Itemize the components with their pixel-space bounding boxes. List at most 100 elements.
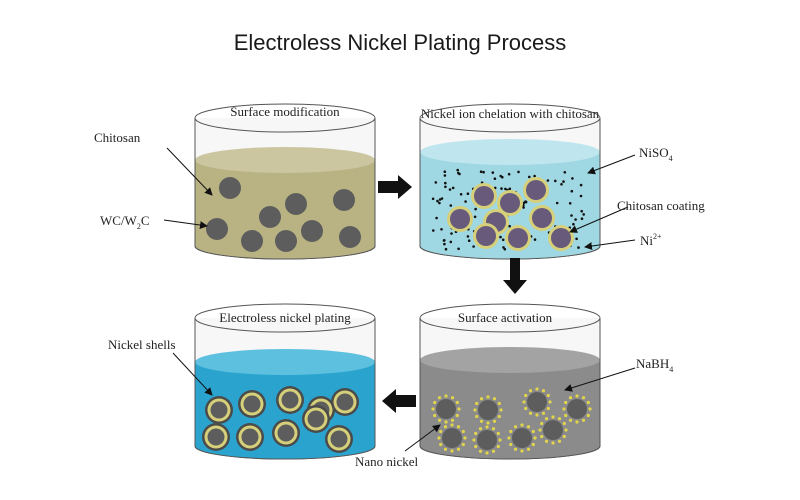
nano-nickel-dot: [455, 413, 459, 418]
ni-ion-dot: [562, 180, 565, 183]
nano-nickel-dot: [568, 418, 573, 422]
ni-ion-dot: [474, 207, 477, 211]
nano-nickel-dot: [472, 438, 476, 442]
ni-ion-dot: [444, 247, 448, 251]
label-wc: WC/W2C: [100, 213, 150, 231]
nano-nickel-dot: [437, 436, 441, 440]
shell-core: [243, 395, 261, 413]
nano-nickel-dot: [520, 449, 524, 453]
nano-nickel-dot: [586, 400, 590, 405]
nano-nickel-dot: [450, 449, 454, 453]
nano-nickel-dot: [540, 434, 544, 439]
particle-core: [474, 186, 494, 206]
activated-particle: [543, 420, 563, 440]
ni-ion-dot: [570, 214, 573, 217]
nano-nickel-dot: [564, 413, 568, 418]
ni-ion-dot: [479, 170, 483, 173]
wc-particle: [285, 193, 307, 215]
coated-particles: [447, 177, 574, 251]
nano-nickel-dot: [475, 401, 479, 406]
beaker-surface-activation: [419, 303, 601, 460]
ni-ion-dot: [449, 240, 453, 244]
ni-ion-dot: [444, 185, 447, 189]
particle-core: [500, 193, 520, 213]
ni-ion-dot: [580, 217, 584, 220]
ni-ion-dot: [457, 171, 460, 175]
shell-core: [241, 428, 259, 446]
nano-nickel-dot: [491, 449, 496, 453]
ni-ion-dot: [560, 183, 563, 186]
arrow-right: [378, 175, 412, 199]
ni-ion-dot: [436, 199, 439, 203]
beaker-title-chelation: Nickel ion chelation with chitosan: [421, 106, 600, 121]
nano-nickel-dot: [509, 429, 513, 434]
ni-ion-dot: [579, 194, 583, 198]
particle-core: [532, 208, 552, 228]
ni-ion-dot: [434, 181, 438, 184]
beaker-title-electroless-plating: Electroless nickel plating: [219, 310, 351, 325]
ni-ion-dot: [507, 172, 511, 176]
ni-ion-dot: [438, 198, 442, 201]
nano-nickel-dot: [450, 423, 454, 427]
ni-ion-dot: [431, 197, 435, 201]
activated-particle: [442, 428, 462, 448]
ni-ion-dot: [528, 175, 531, 179]
ni-ion-dot: [443, 170, 447, 173]
ni-ion-dot: [457, 247, 460, 251]
nano-nickel-dot: [485, 451, 489, 455]
nano-nickel-dot: [496, 431, 500, 436]
nano-nickel-dot: [526, 425, 531, 429]
nano-nickel-dot: [491, 427, 496, 431]
nano-nickel-dot: [455, 400, 459, 405]
nano-nickel-dot: [551, 441, 555, 445]
nano-nickel-dot: [562, 421, 566, 426]
nano-nickel-dot: [450, 396, 455, 400]
ni-ion-dot: [491, 171, 495, 174]
ni-ion-dot: [570, 189, 574, 193]
nano-nickel-dot: [485, 425, 489, 429]
nano-nickel-dot: [533, 436, 537, 440]
nano-nickel-dot: [492, 419, 497, 423]
label-nabh4: NaBH4: [636, 356, 673, 374]
nano-nickel-dot: [564, 428, 568, 432]
nano-nickel-dot: [509, 442, 513, 447]
ni-ion-dot: [504, 187, 507, 191]
ni-ion-dot: [582, 213, 585, 216]
activated-particles: [431, 387, 592, 455]
nano-nickel-dot: [486, 421, 490, 425]
ni-ion-dot: [499, 235, 502, 239]
ni-ion-dot: [555, 201, 559, 205]
label-nickel-shells: Nickel shells: [108, 337, 176, 352]
nano-nickel-dot: [535, 387, 539, 391]
activated-particle: [436, 399, 456, 419]
label-chitosan: Chitosan: [94, 130, 141, 145]
ni-ion-dot: [563, 171, 567, 174]
ni-ion-dot: [524, 200, 527, 203]
arrow-left: [382, 389, 416, 413]
ni-ion-dot: [493, 177, 497, 180]
nano-nickel-dot: [548, 400, 552, 404]
nano-nickel-dot: [497, 414, 501, 419]
ni-ion-dot: [533, 238, 537, 241]
wc-particle: [206, 218, 228, 240]
nano-nickel-dot: [496, 444, 500, 449]
ni-ion-dot: [501, 238, 505, 242]
ni-ion-dot: [473, 215, 477, 219]
nano-nickel-dot: [498, 438, 502, 442]
nano-nickel-dot: [492, 397, 497, 401]
ni-ion-dot: [546, 179, 550, 182]
shell-core: [307, 410, 325, 428]
nano-nickel-dot: [461, 429, 465, 434]
nano-nickel-dot: [531, 442, 535, 447]
nano-nickel-dot: [524, 406, 528, 411]
nano-nickel-dot: [439, 442, 443, 447]
nano-nickel-dot: [588, 407, 592, 411]
ni-ion-dot: [575, 237, 578, 241]
liquid-surface: [195, 147, 375, 173]
nano-nickel-dot: [437, 396, 442, 400]
nano-nickel-dot: [444, 394, 448, 398]
nano-nickel-dot: [479, 397, 484, 401]
ni-ion-dot: [574, 218, 577, 221]
nano-nickel-dot: [562, 434, 566, 439]
beaker-chelation: [419, 103, 601, 260]
